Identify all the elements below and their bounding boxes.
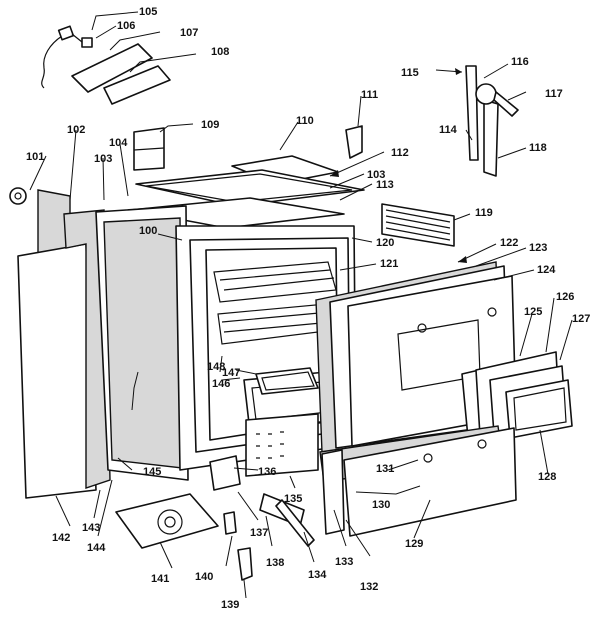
part-label-109: 109 (201, 119, 219, 131)
part-label-114: 114 (439, 124, 458, 136)
bottom-hardware (115, 455, 315, 581)
part-label-101: 101 (26, 151, 44, 163)
drawer-front (319, 425, 517, 537)
part-label-133: 133 (335, 556, 353, 568)
part-label-118: 118 (529, 142, 547, 154)
knob-part (9, 187, 27, 205)
part-label-122: 122 (500, 237, 518, 249)
part-label-137: 137 (250, 527, 268, 539)
part-label-100: 100 (139, 225, 157, 237)
part-label-123: 123 (529, 242, 547, 254)
part-label-126: 126 (556, 291, 574, 303)
part-label-108: 108 (211, 46, 229, 58)
part-label-129: 129 (405, 538, 423, 550)
part-label-141: 141 (151, 573, 169, 585)
part-label-113: 113 (376, 179, 394, 191)
part-label-142: 142 (52, 532, 70, 544)
power-cord (41, 25, 93, 89)
part-label-136: 136 (258, 466, 276, 478)
left-side-panels (17, 189, 189, 499)
oven-body (175, 225, 357, 477)
part-label-103-right: 103 (367, 169, 385, 181)
part-label-147: 147 (222, 367, 240, 379)
leader-lines (29, 11, 573, 599)
part-label-140: 140 (195, 571, 213, 583)
part-label-128: 128 (538, 471, 556, 483)
part-label-127: 127 (572, 313, 590, 325)
part-label-130: 130 (372, 499, 390, 511)
part-label-138: 138 (266, 557, 284, 569)
part-label-104: 104 (109, 137, 128, 149)
part-label-144: 144 (87, 542, 106, 554)
part-label-148: 148 (207, 361, 225, 373)
vent-grille (381, 203, 455, 247)
clip-part (345, 125, 363, 159)
part-label-115: 115 (401, 67, 419, 79)
part-label-103-left: 103 (94, 153, 112, 165)
part-label-131: 131 (376, 463, 394, 475)
part-label-116: 116 (511, 56, 529, 68)
leader-arrows (330, 68, 467, 263)
door-window-assembly (461, 351, 573, 439)
part-label-135: 135 (284, 493, 302, 505)
part-label-125: 125 (524, 306, 542, 318)
part-label-117: 117 (545, 88, 563, 100)
part-label-124: 124 (537, 264, 556, 276)
part-label-132: 132 (360, 581, 378, 593)
part-label-119: 119 (475, 207, 493, 219)
part-label-106: 106 (117, 20, 135, 32)
hinge-assembly (465, 65, 519, 177)
part-label-105: 105 (139, 6, 157, 18)
vent-chimney (133, 127, 165, 171)
part-label-143: 143 (82, 522, 100, 534)
part-label-121: 121 (380, 258, 398, 270)
bracket-parts (71, 43, 171, 105)
broiler-pans (255, 367, 319, 395)
part-label-120: 120 (376, 237, 394, 249)
part-label-139: 139 (221, 599, 239, 611)
part-label-111: 111 (361, 89, 378, 101)
part-label-145: 145 (143, 466, 161, 478)
part-label-102: 102 (67, 124, 85, 136)
part-label-134: 134 (308, 569, 327, 581)
part-labels: 105 106 107 108 109 110 111 115 116 117 … (26, 6, 590, 611)
part-label-112: 112 (391, 147, 409, 159)
part-label-146: 146 (212, 378, 230, 390)
part-label-107: 107 (180, 27, 198, 39)
part-label-110: 110 (296, 115, 314, 127)
